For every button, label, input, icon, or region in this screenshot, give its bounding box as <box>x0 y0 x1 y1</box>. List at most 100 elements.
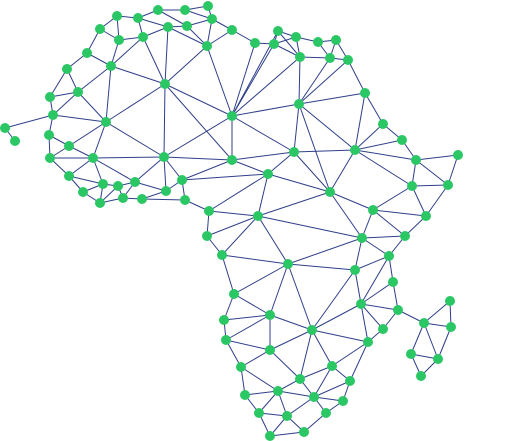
network-edge <box>225 339 242 368</box>
network-node <box>350 265 360 275</box>
network-edge <box>206 215 259 237</box>
network-node <box>357 233 367 243</box>
network-edge <box>293 103 300 153</box>
network-edge <box>437 326 452 360</box>
network-edge <box>52 114 107 123</box>
network-node <box>325 187 335 197</box>
network-node <box>393 305 403 315</box>
network-edge <box>68 175 104 185</box>
network-edge <box>354 139 403 151</box>
network-node <box>182 21 192 31</box>
network-node <box>363 337 373 347</box>
network-edge <box>134 181 167 192</box>
network-edge <box>299 329 313 380</box>
network-node <box>327 361 337 371</box>
network-node <box>345 376 355 386</box>
network-edge <box>105 121 165 158</box>
network-node <box>236 362 246 372</box>
network-node <box>106 61 116 71</box>
network-edge <box>142 36 166 85</box>
network-edge <box>360 303 399 311</box>
network-edge <box>231 115 295 153</box>
network-node <box>299 427 309 437</box>
network-node <box>113 181 123 191</box>
network-edge <box>221 215 259 256</box>
network-edge <box>231 103 300 117</box>
network-edge <box>329 191 363 239</box>
network-edge <box>329 191 374 211</box>
network-edge <box>231 56 301 117</box>
network-node <box>180 5 190 15</box>
network-node <box>180 195 190 205</box>
network-node <box>400 231 410 241</box>
network-node <box>202 41 212 51</box>
network-node <box>397 135 407 145</box>
network-node <box>159 152 169 162</box>
network-node <box>254 408 264 418</box>
network-edge <box>208 210 259 217</box>
network-edge <box>347 59 366 94</box>
network-edge <box>167 26 208 47</box>
network-node <box>98 179 108 189</box>
network-edge <box>411 185 427 217</box>
network-edge <box>354 255 390 271</box>
network-node <box>360 88 370 98</box>
network-node <box>44 130 54 140</box>
network-node <box>153 5 163 15</box>
network-edge <box>244 390 279 396</box>
network-edge <box>313 380 351 398</box>
network-node <box>350 145 360 155</box>
network-node <box>282 411 292 421</box>
network-node <box>291 32 301 42</box>
network-node <box>331 35 341 45</box>
network-node <box>313 37 323 47</box>
network-node <box>368 205 378 215</box>
network-edge <box>157 9 188 27</box>
network-edge <box>364 92 384 125</box>
network-edge <box>298 92 366 105</box>
network-edge <box>361 209 374 239</box>
network-edge <box>257 173 269 217</box>
network-edge <box>349 341 369 382</box>
network-node <box>378 119 388 129</box>
network-node <box>64 141 74 151</box>
network-node <box>407 181 417 191</box>
network-edge <box>411 184 449 187</box>
network-edge <box>164 45 208 85</box>
network-edge <box>354 149 413 187</box>
network-edge <box>293 149 356 153</box>
network-node <box>265 310 275 320</box>
network-node <box>273 26 283 36</box>
network-edge <box>423 300 451 324</box>
network-node <box>78 187 88 197</box>
network-node <box>443 180 453 190</box>
network-node <box>227 25 237 35</box>
network-edge <box>313 365 333 398</box>
network-edge <box>354 269 362 305</box>
network-edge <box>269 329 313 351</box>
network-edge <box>233 263 289 295</box>
network-edge <box>240 366 279 392</box>
network-edge <box>257 215 363 239</box>
network-node <box>295 52 305 62</box>
network-edge <box>277 390 315 398</box>
network-node <box>0 123 10 133</box>
network-node <box>433 354 443 364</box>
network-edge <box>277 30 301 58</box>
network-edge <box>137 17 169 28</box>
network-node <box>45 92 55 102</box>
network-node <box>88 153 98 163</box>
network-node <box>114 35 124 45</box>
network-node <box>283 259 293 269</box>
network-edge <box>269 263 289 316</box>
network-edge <box>164 83 233 117</box>
network-node <box>289 147 299 157</box>
network-edge <box>163 83 166 158</box>
network-edge <box>141 198 186 201</box>
network-node <box>384 251 394 261</box>
network-node <box>73 87 83 97</box>
network-edge <box>372 209 406 237</box>
network-edge <box>372 209 427 217</box>
network-edge <box>223 314 271 321</box>
